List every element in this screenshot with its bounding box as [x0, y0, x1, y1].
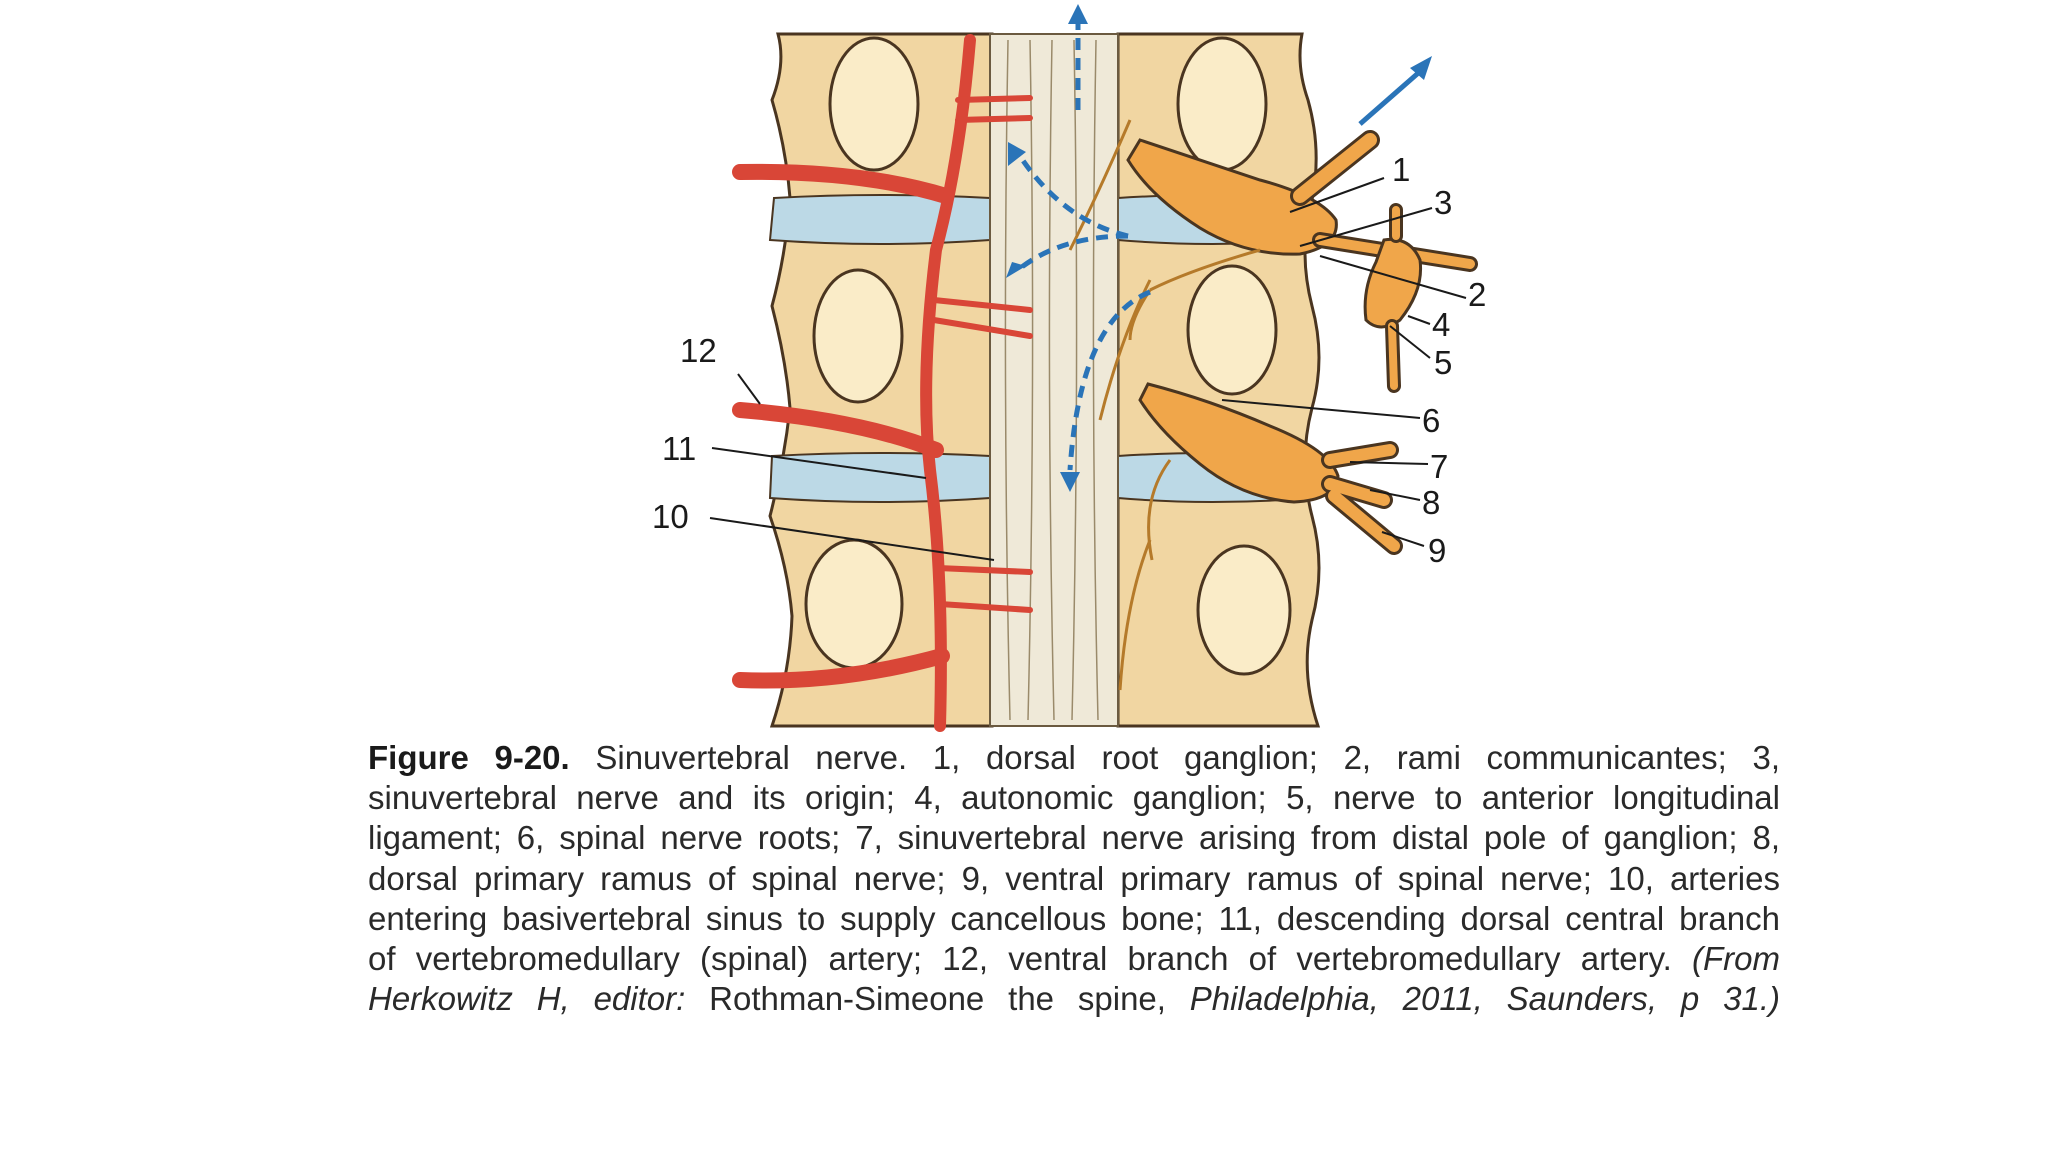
spinal-nerves	[1068, 119, 1478, 691]
sinuvertebral-nerve-illustration: 1 3 2 4 5 6 7 8 9 12 11 10	[652, 4, 1486, 732]
caption-source-plain: Rothman-Simeone the spine,	[685, 980, 1190, 1018]
figure-label: Figure 9-20.	[368, 739, 570, 776]
leader-lines	[709, 177, 1467, 561]
posterior-longitudinal-ligament	[989, 33, 1119, 727]
arrow-heads	[1006, 4, 1088, 492]
solid-exit-arrow	[1358, 66, 1426, 126]
disc-left-upper	[768, 194, 991, 245]
caption-source-italic-1: (From Herkowitz H, editor:	[368, 940, 1780, 1018]
label-5: 5	[1434, 344, 1452, 381]
caption-source-italic-2: Philadelphia, 2011, Saunders, p 31.)	[1189, 980, 1780, 1018]
artery-system	[732, 34, 1033, 732]
figure-caption: Figure 9-20. Sinuvertebral nerve. 1, dor…	[368, 738, 1780, 1019]
label-1: 1	[1392, 151, 1410, 188]
label-7: 7	[1430, 448, 1448, 485]
label-2: 2	[1468, 276, 1486, 313]
dashed-flow-arrows	[1013, 18, 1151, 471]
label-3: 3	[1434, 184, 1452, 221]
label-8: 8	[1422, 484, 1440, 521]
label-6: 6	[1422, 402, 1440, 439]
label-10: 10	[652, 498, 689, 535]
vertebral-bodies	[804, 36, 1292, 676]
solid-exit-arrowhead	[1410, 56, 1432, 80]
label-11: 11	[662, 430, 696, 467]
autonomic-ganglion	[1363, 237, 1423, 329]
anatomy-figure: 1 3 2 4 5 6 7 8 9 12 11 10	[652, 4, 1486, 732]
label-12: 12	[680, 332, 717, 369]
label-9: 9	[1428, 532, 1446, 569]
label-4: 4	[1432, 306, 1450, 343]
ligament-fibers	[1004, 39, 1099, 721]
caption-body: Sinuvertebral nerve. 1, dorsal root gang…	[368, 739, 1780, 978]
